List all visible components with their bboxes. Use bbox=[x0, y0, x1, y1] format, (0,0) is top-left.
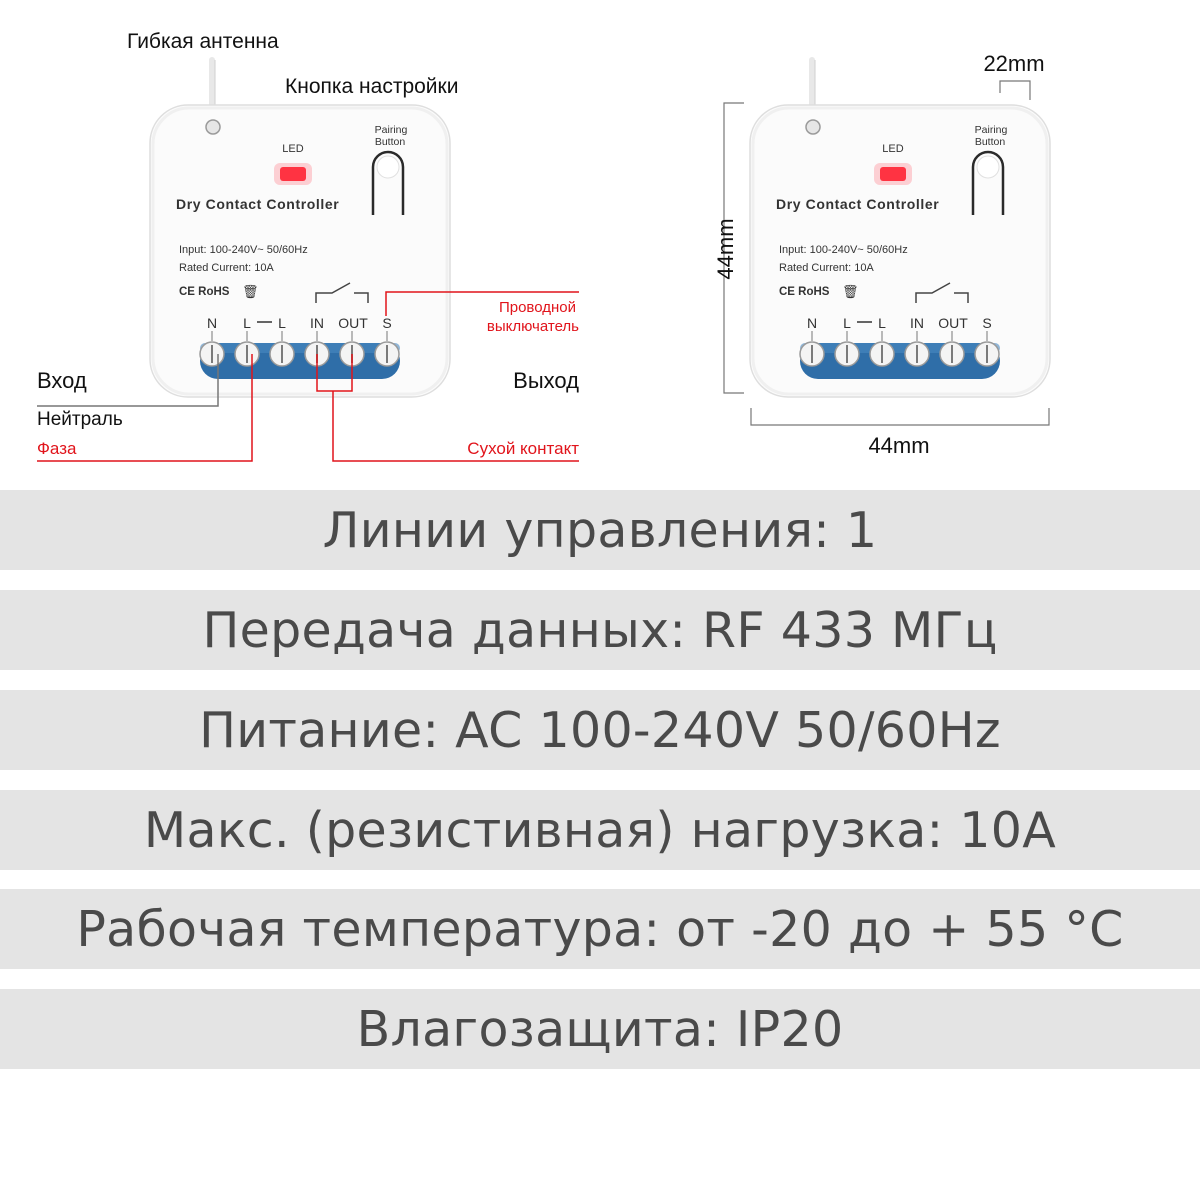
setup-button-callout: Кнопка настройки bbox=[285, 75, 458, 98]
device-left: LED Pairing Button Dry Contact Controlle… bbox=[150, 60, 450, 397]
wired-switch-line bbox=[385, 291, 579, 316]
pairing-label-1: Pairing bbox=[975, 124, 1008, 136]
pairing-label-2: Button bbox=[975, 136, 1006, 148]
neutral-callout: Нейтраль bbox=[37, 409, 123, 430]
recycle-bin-icon: 🗑 bbox=[242, 284, 259, 299]
width-dimension-label: 44mm bbox=[868, 433, 929, 458]
wiring-diagram: LED Pairing Button Dry Contact Controlle… bbox=[37, 30, 1200, 462]
recycle-bin-icon: 🗑 bbox=[842, 284, 859, 299]
spec-data-transmission: Передача данных: RF 433 МГц bbox=[0, 590, 1200, 670]
dry-contact-callout: Сухой контакт bbox=[467, 439, 579, 458]
terminal-label-l-out: L bbox=[878, 315, 886, 331]
terminal-label-s: S bbox=[982, 315, 991, 331]
spec-operating-temperature: Рабочая температура: от -20 до + 55 °C bbox=[0, 889, 1200, 969]
dry-contact-line bbox=[332, 391, 579, 462]
certification-marks: CE RoHS bbox=[179, 286, 230, 298]
depth-dimension-line bbox=[999, 80, 1031, 100]
input-callout: Вход bbox=[37, 368, 87, 393]
terminal-label-out: OUT bbox=[938, 315, 968, 331]
pairing-label-1: Pairing bbox=[375, 124, 408, 136]
terminal-label-in: IN bbox=[910, 315, 924, 331]
spec-control-lines: Линии управления: 1 bbox=[0, 490, 1200, 570]
rated-current: Rated Current: 10A bbox=[179, 262, 274, 274]
pairing-label-2: Button bbox=[375, 136, 406, 148]
device-right: LED Pairing Button Dry Contact Controlle… bbox=[750, 60, 1050, 397]
height-dimension-line bbox=[723, 102, 744, 394]
height-dimension-label: 44mm bbox=[713, 218, 738, 279]
device-title: Dry Contact Controller bbox=[176, 196, 339, 212]
input-spec: Input: 100-240V~ 50/60Hz bbox=[179, 244, 308, 256]
wired-switch-callout-line1: Проводной bbox=[499, 299, 576, 316]
terminal-label-in: IN bbox=[310, 315, 324, 331]
terminal-label-n: N bbox=[207, 315, 217, 331]
rated-current: Rated Current: 10A bbox=[779, 262, 874, 274]
neutral-line bbox=[37, 354, 219, 407]
depth-dimension-label: 22mm bbox=[983, 51, 1044, 76]
terminal-label-l-in: L bbox=[843, 315, 851, 331]
width-dimension-line bbox=[750, 408, 1050, 426]
wired-switch-callout-line2: выключатель bbox=[487, 318, 579, 335]
terminal-label-n: N bbox=[807, 315, 817, 331]
input-spec: Input: 100-240V~ 50/60Hz bbox=[779, 244, 908, 256]
led-label: LED bbox=[282, 143, 303, 155]
led-label: LED bbox=[882, 143, 903, 155]
phase-callout: Фаза bbox=[37, 439, 77, 458]
spec-max-load: Макс. (резистивная) нагрузка: 10A bbox=[0, 790, 1200, 870]
terminal-label-s: S bbox=[382, 315, 391, 331]
device-title: Dry Contact Controller bbox=[776, 196, 939, 212]
antenna-callout: Гибкая антенна bbox=[127, 30, 279, 53]
spec-ingress-protection: Влагозащита: IP20 bbox=[0, 989, 1200, 1069]
dry-contact-bracket bbox=[316, 354, 353, 392]
output-callout: Выход bbox=[513, 368, 579, 393]
spec-power-supply: Питание: AC 100-240V 50/60Hz bbox=[0, 690, 1200, 770]
phase-line bbox=[37, 354, 253, 462]
terminal-label-out: OUT bbox=[338, 315, 368, 331]
certification-marks: CE RoHS bbox=[779, 286, 830, 298]
terminal-label-l-out: L bbox=[278, 315, 286, 331]
terminal-label-l-in: L bbox=[243, 315, 251, 331]
